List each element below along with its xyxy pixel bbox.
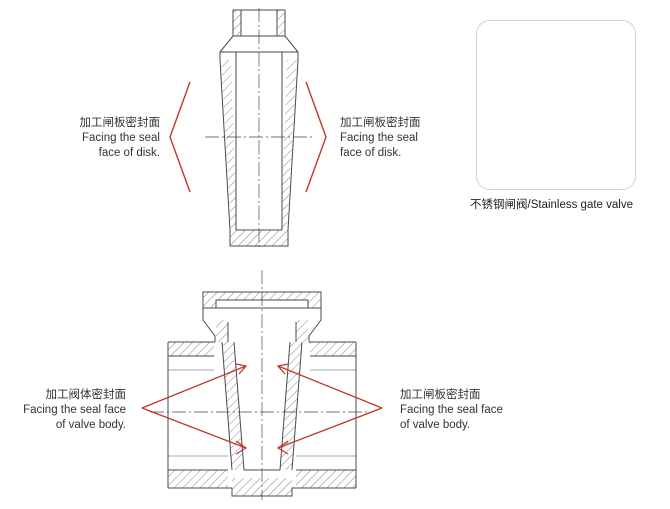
body-left-cn: 加工阀体密封面 xyxy=(45,389,127,401)
disk-left-label: 加工闸板密封面 Facing the seal face of disk. xyxy=(60,116,161,161)
disk-right-cn: 加工闸板密封面 xyxy=(340,117,421,129)
disk-right-en2: face of disk. xyxy=(340,147,402,159)
disk-section-drawing xyxy=(205,8,315,250)
body-left-arrows xyxy=(141,363,248,455)
body-left-en1: Facing the seal face xyxy=(23,404,126,416)
disk-right-label: 加工闸板密封面 Facing the seal face of disk. xyxy=(340,116,421,161)
body-right-en2: of valve body. xyxy=(400,419,471,431)
body-left-en2: of valve body. xyxy=(55,419,126,431)
disk-left-en2: face of disk. xyxy=(98,147,160,159)
disk-right-chevron xyxy=(305,81,327,193)
product-caption: 不锈钢闸阀/Stainless gate valve xyxy=(470,199,633,211)
disk-right-en1: Facing the seal xyxy=(340,132,418,144)
body-left-label: 加工阀体密封面 Facing the seal face of valve bo… xyxy=(8,388,126,433)
valve-body-drawing xyxy=(150,270,372,500)
body-right-en1: Facing the seal face xyxy=(400,404,503,416)
disk-left-cn: 加工闸板密封面 xyxy=(79,117,161,129)
disk-left-en1: Facing the seal xyxy=(82,132,160,144)
body-right-label: 加工闸板密封面 Facing the seal face of valve bo… xyxy=(400,388,503,433)
body-right-cn: 加工闸板密封面 xyxy=(400,389,481,401)
product-photo-card xyxy=(476,20,636,190)
body-right-arrows xyxy=(276,363,383,455)
disk-left-chevron xyxy=(169,81,191,193)
